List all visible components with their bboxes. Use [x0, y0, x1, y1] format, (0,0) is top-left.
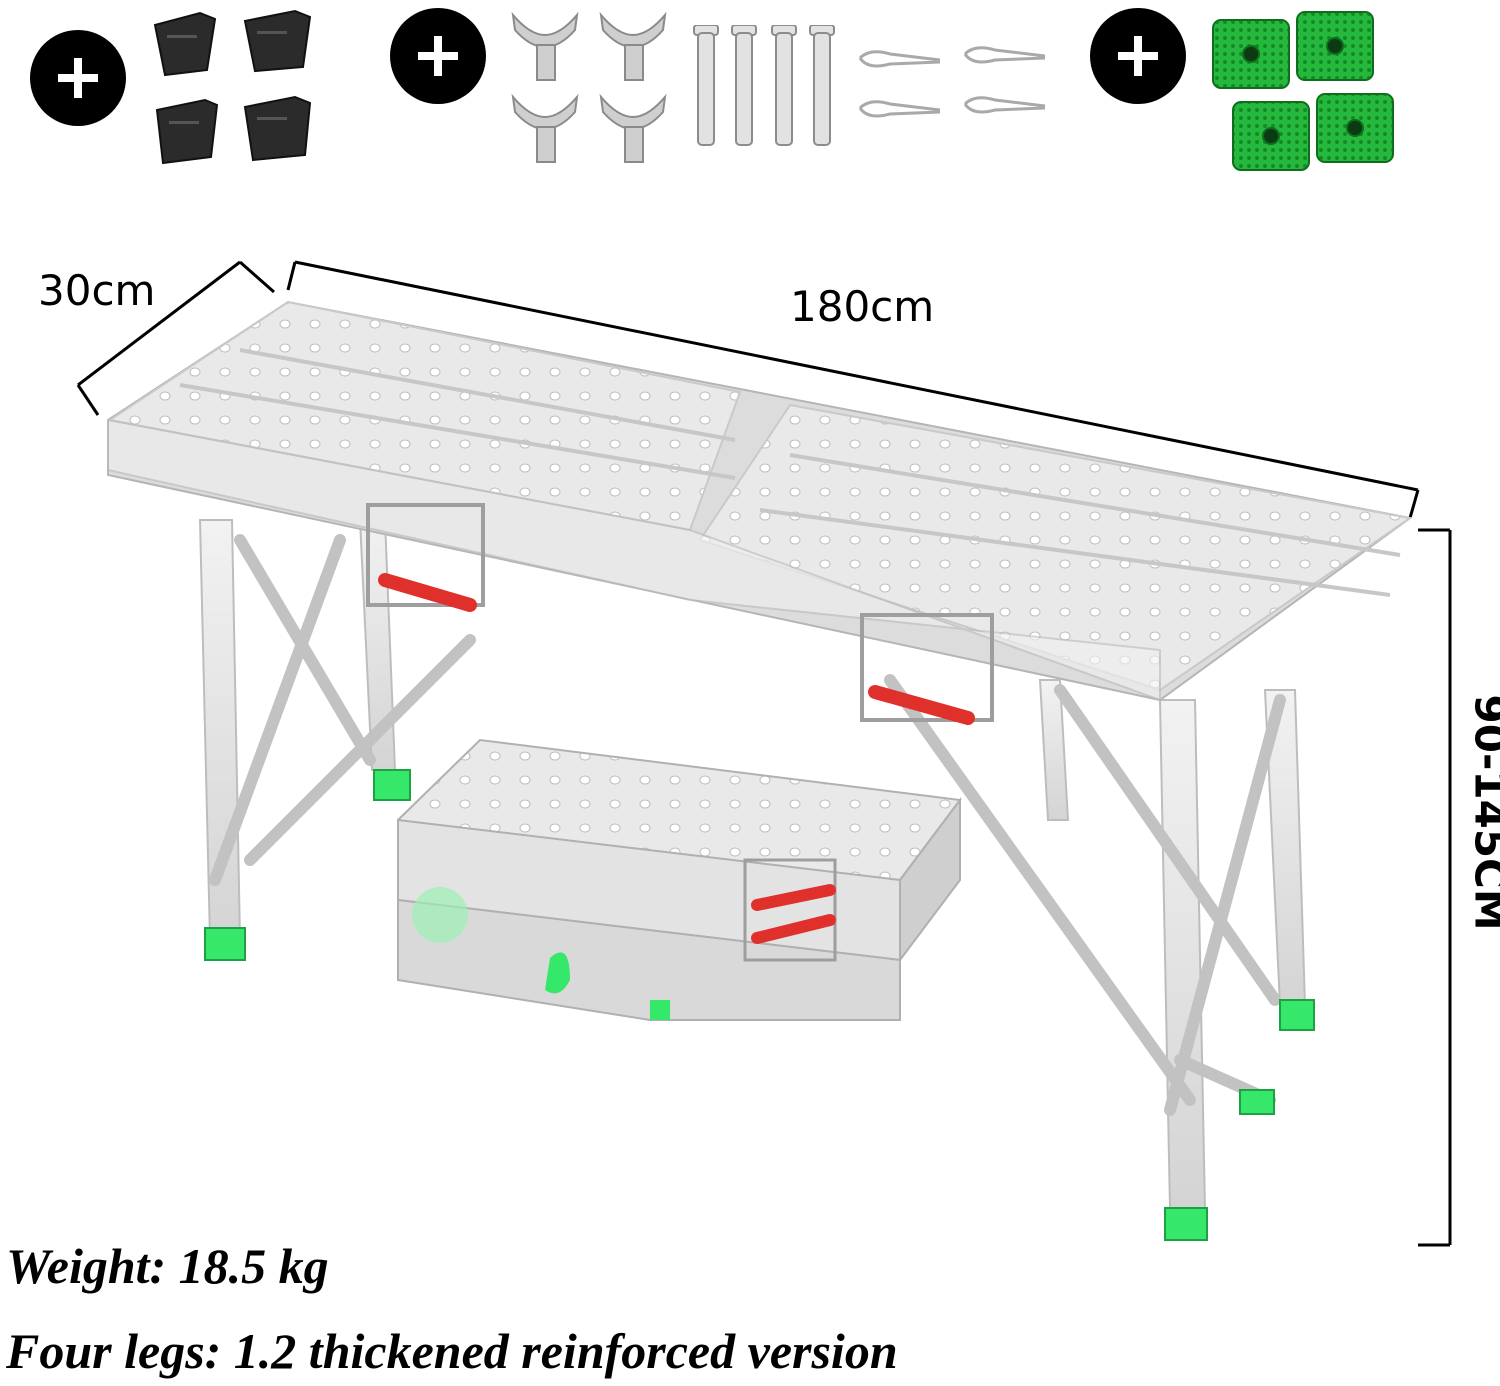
plus-icon: [30, 30, 126, 126]
pins-image: [693, 25, 835, 146]
rubber-foot-caps-image: [153, 9, 312, 165]
wing-bolts-image: [511, 11, 667, 163]
r-clips-image: [858, 46, 1046, 118]
weight-spec: Weight: 18.5 kg: [6, 1238, 329, 1294]
legs-spec: Four legs: 1.2 thickened reinforced vers…: [6, 1323, 898, 1379]
length-label: 180cm: [790, 282, 935, 331]
anti-slip-pads-image: [1212, 11, 1394, 171]
plus-icon: [1090, 8, 1186, 104]
plus-icon: [390, 8, 486, 104]
depth-label: 30cm: [38, 266, 156, 315]
